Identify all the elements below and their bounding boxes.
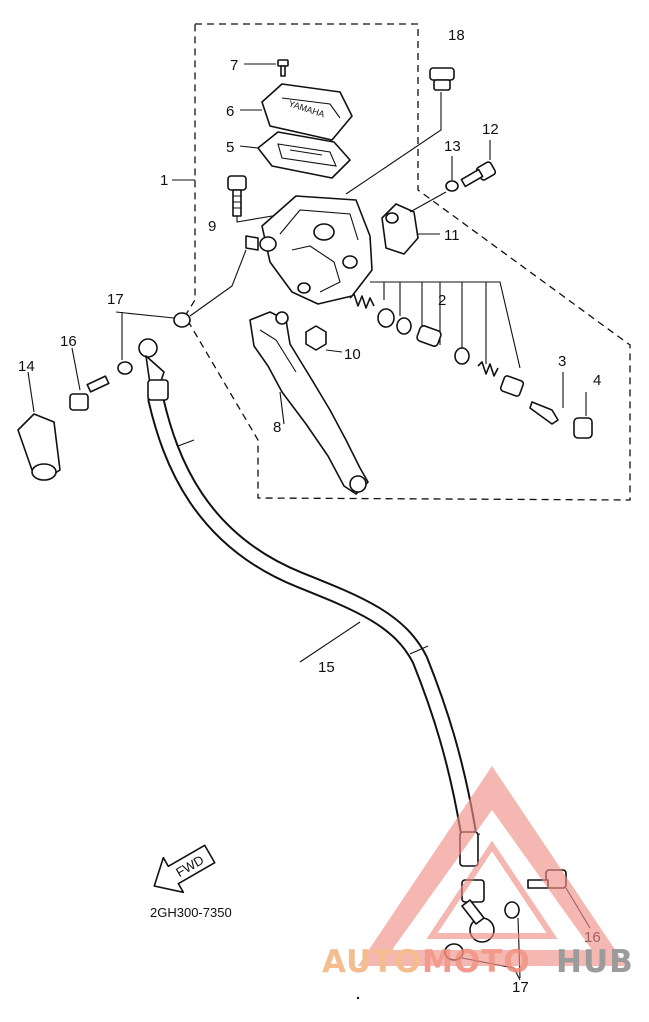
callout-13: 13 [444, 138, 461, 155]
watermark-text-moto: MOTO [422, 944, 531, 980]
callout-8: 8 [273, 419, 281, 436]
part-10-nut [305, 325, 343, 353]
callout-7: 7 [230, 57, 238, 74]
part-8-lever [249, 311, 369, 495]
part-11-clamp [381, 203, 440, 255]
callout-15: 15 [318, 659, 335, 676]
callout-18: 18 [448, 27, 465, 44]
part-12-bolt [460, 140, 497, 188]
drawing-code: 2GH300-7350 [150, 905, 232, 920]
callout-5: 5 [226, 139, 234, 156]
watermark-triangle-icon [358, 766, 626, 966]
part-4-cap [573, 392, 593, 439]
callout-12: 12 [482, 121, 499, 138]
callout-3: 3 [558, 353, 566, 370]
part-2-piston-kit [349, 281, 525, 397]
callout-9: 9 [208, 218, 216, 235]
part-18-cap [345, 67, 455, 195]
part-3-bleed-screw [529, 372, 564, 425]
callout-2: 2 [438, 292, 446, 309]
callout-11: 11 [444, 227, 460, 244]
part-13-washer [409, 156, 459, 213]
part-17-washers-upper [115, 249, 247, 375]
assembly-boundary [184, 23, 631, 501]
part-7-screw [244, 59, 289, 77]
watermark-text-hub: HUB [556, 944, 634, 980]
callout-14: 14 [18, 358, 35, 375]
watermark-text-auto: AUTO [322, 944, 422, 980]
callout-6: 6 [226, 103, 234, 120]
callout-16-upper: 16 [60, 333, 77, 350]
part-6-cover: YAMAHA [240, 83, 353, 141]
callout-17-upper: 17 [107, 291, 124, 308]
part-15-brake-hose [138, 338, 495, 943]
part-14-boot [17, 371, 61, 481]
master-cylinder-body [245, 195, 373, 305]
fwd-arrow: FWD [153, 844, 216, 894]
part-9-bolt [227, 175, 297, 223]
callout-10: 10 [344, 346, 361, 363]
callout-17-lower: 17 [512, 979, 529, 996]
part-5-diaphragm [239, 131, 351, 179]
callout-1: 1 [160, 172, 168, 189]
callout-4: 4 [593, 372, 601, 389]
part-16-union-bolt-upper [69, 347, 110, 411]
watermark: AUTO MOTO HUB [322, 766, 634, 980]
